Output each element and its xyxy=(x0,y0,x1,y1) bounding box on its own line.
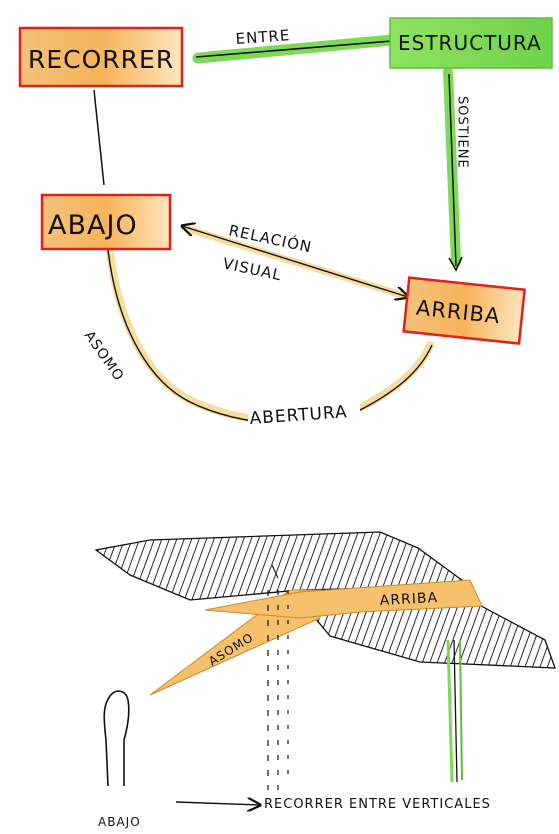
sostiene-label: SOSTIENE xyxy=(455,96,470,169)
column-1 xyxy=(446,639,454,783)
column-3 xyxy=(459,639,463,781)
column-2 xyxy=(453,639,458,783)
node-abajo: ABAJO xyxy=(40,193,172,251)
edge-sostiene: SOSTIENE xyxy=(443,67,470,272)
asomo-label: ASOMO xyxy=(81,328,127,384)
human-figure xyxy=(103,690,130,787)
entre-line xyxy=(195,40,393,58)
edge-entre: ENTRE xyxy=(192,26,398,64)
concept-map: ENTRE SOSTIENE ABERTURA ASOMO RELACIÓN V… xyxy=(18,17,553,429)
recorrer-box xyxy=(18,26,184,88)
abajo-label: ABAJO xyxy=(48,210,138,241)
estructura-box xyxy=(389,17,553,69)
estructura-label: ESTRUCTURA xyxy=(398,31,542,55)
sostiene-arrowhead xyxy=(448,256,463,272)
caption-abajo: ABAJO xyxy=(98,815,141,829)
abajo-box xyxy=(40,193,172,251)
sketch-arriba-label: ARRIBA xyxy=(379,590,438,609)
caption-arrow xyxy=(175,802,260,805)
edge-relacion-visual: RELACIÓN VISUAL xyxy=(182,220,408,297)
green-columns xyxy=(446,639,463,783)
arriba-opening xyxy=(204,579,483,619)
sostiene-line xyxy=(448,73,457,267)
arriba-box xyxy=(402,276,527,345)
entre-label: ENTRE xyxy=(235,26,291,48)
node-arriba: ARRIBA xyxy=(402,276,527,345)
relacion-arrow xyxy=(182,226,408,297)
light-dashes xyxy=(267,564,289,790)
abertura-label-bg xyxy=(248,402,360,428)
perspective-sketch: ARRIBA ASOMO ABAJO RECORRER ENTRE VERTIC… xyxy=(94,531,556,829)
node-recorrer: RECORRER xyxy=(18,26,184,88)
node-estructura: ESTRUCTURA xyxy=(389,17,553,69)
light-mark xyxy=(271,564,279,579)
caption-rest: RECORRER ENTRE VERTICALES xyxy=(264,797,491,812)
edge-recorrer-abajo xyxy=(93,89,105,186)
recorrer-label: RECORRER xyxy=(28,45,174,74)
